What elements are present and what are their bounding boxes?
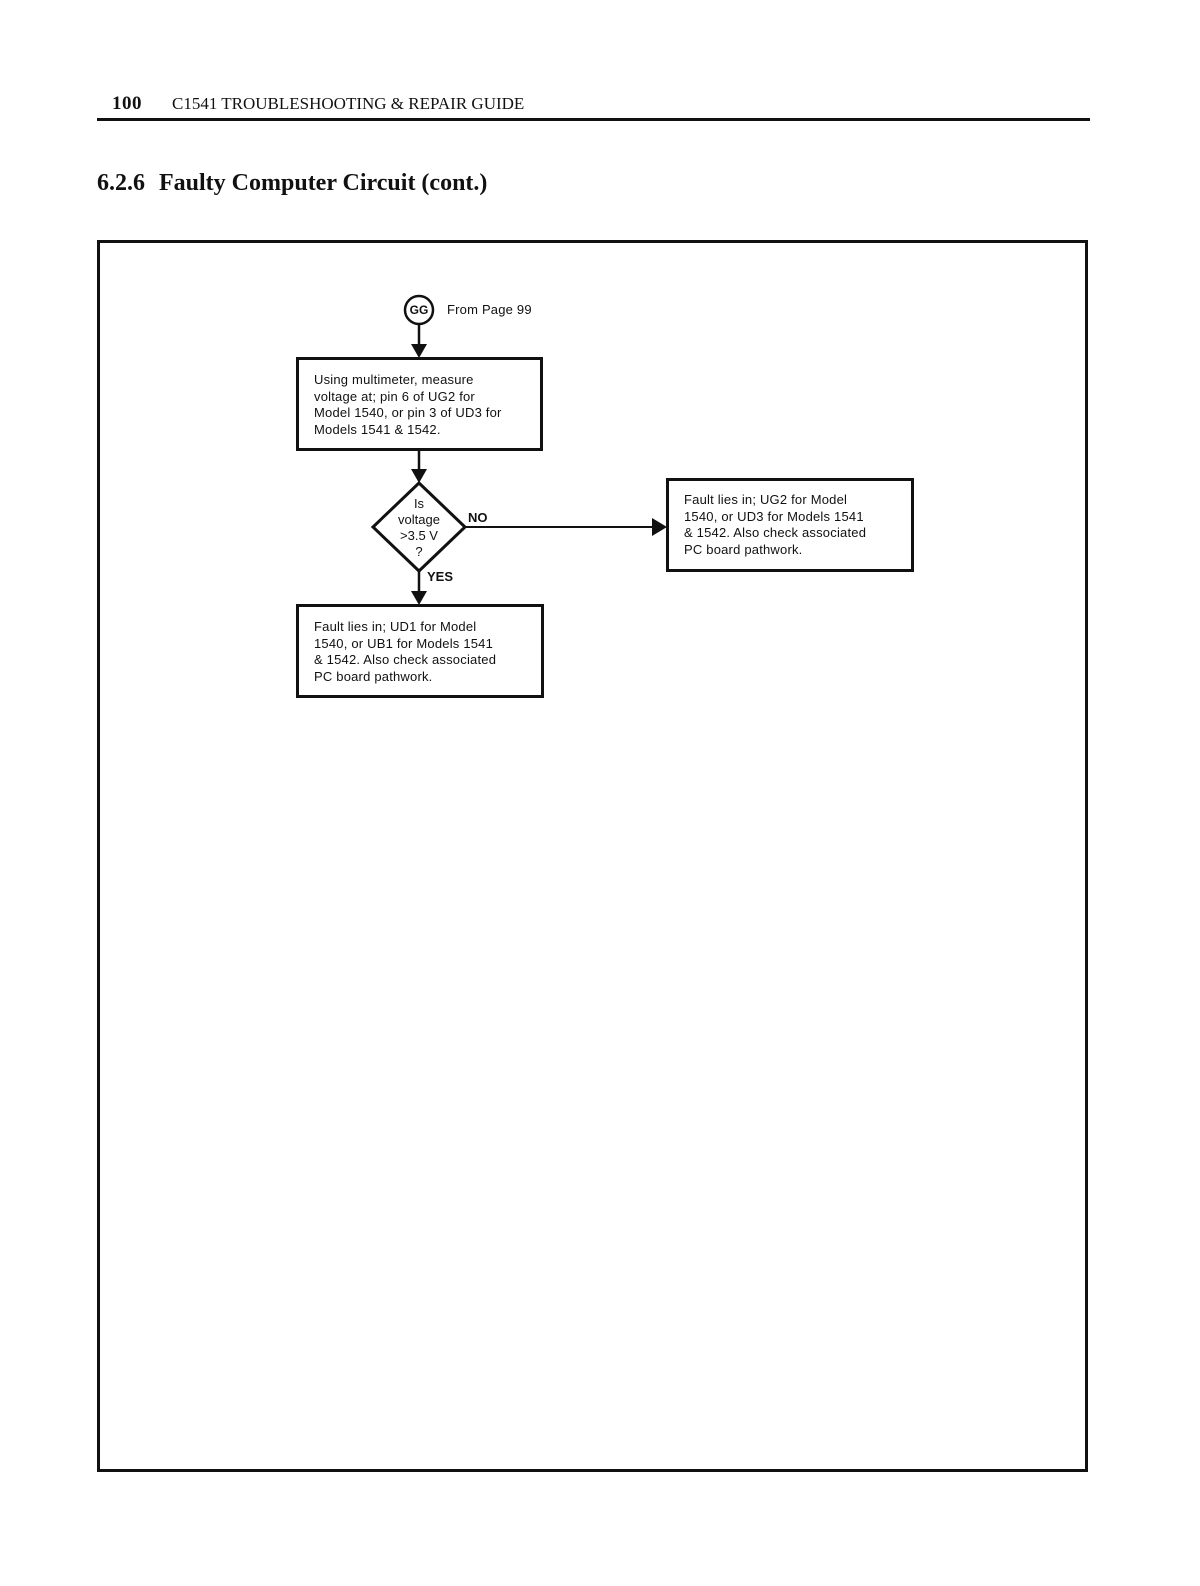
arrowhead-step: [411, 344, 427, 358]
branch-label-no: NO: [468, 510, 488, 525]
decision-line-4: ?: [415, 544, 423, 559]
outcome-box-no: Fault lies in; UG2 for Model 1540, or UD…: [666, 478, 914, 572]
outcome-box-yes: Fault lies in; UD1 for Model 1540, or UB…: [296, 604, 544, 698]
flowchart-frame: [97, 240, 1088, 1472]
section-title: Faulty Computer Circuit (cont.): [159, 170, 488, 196]
section-heading: 6.2.6 Faulty Computer Circuit (cont.): [97, 170, 487, 197]
outcome-box-no-text: Fault lies in; UG2 for Model 1540, or UD…: [684, 492, 867, 557]
running-head: 100 C1541 TROUBLESHOOTING & REPAIR GUIDE: [97, 92, 1090, 121]
section-number: 6.2.6: [97, 170, 145, 196]
branch-label-yes: YES: [427, 569, 454, 584]
arrowhead-no: [652, 518, 667, 536]
process-box-measure: Using multimeter, measure voltage at; pi…: [296, 357, 543, 451]
outcome-box-yes-text: Fault lies in; UD1 for Model 1540, or UB…: [314, 619, 497, 684]
decision-line-2: voltage: [398, 512, 440, 527]
decision-text: Is voltage >3.5 V ?: [379, 496, 459, 560]
offpage-connector-note: From Page 99: [447, 302, 532, 317]
decision-line-3: >3.5 V: [400, 528, 438, 543]
arrowhead-yes: [411, 591, 427, 605]
process-box-measure-text: Using multimeter, measure voltage at; pi…: [314, 372, 502, 437]
arrowhead-decision: [411, 469, 427, 483]
decision-line-1: Is: [413, 496, 425, 511]
page-number: 100: [112, 93, 142, 114]
running-title: C1541 TROUBLESHOOTING & REPAIR GUIDE: [172, 94, 525, 113]
offpage-connector-label: GG: [409, 303, 429, 317]
